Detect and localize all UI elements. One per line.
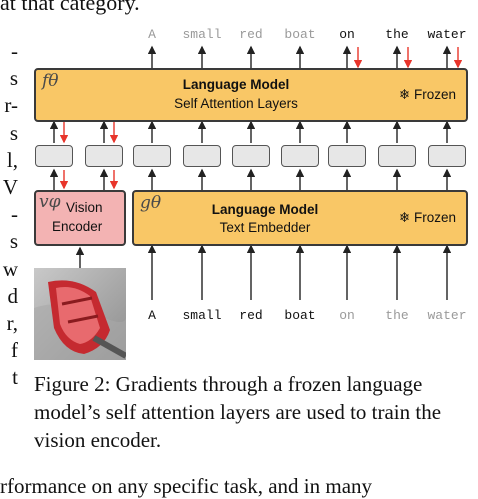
embedding-slot <box>183 145 221 167</box>
left-fragment: r, <box>6 310 18 335</box>
gradient-arrows-top <box>353 47 463 69</box>
token-to-embedder-arrows <box>147 244 452 300</box>
frozen-label: ❄ Frozen <box>398 210 456 225</box>
left-fragment: l, <box>6 147 18 172</box>
input-token: small <box>182 308 222 323</box>
self-attention-subtitle: Self Attention Layers <box>174 96 298 111</box>
left-fragment: t <box>12 365 18 390</box>
v-phi-symbol: vφ <box>39 192 61 212</box>
left-fragment: w <box>2 256 18 281</box>
frozen-label: ❄ Frozen <box>398 87 456 102</box>
left-fragment: f <box>11 338 18 363</box>
output-token: A <box>148 27 156 42</box>
g-theta-symbol: gθ <box>140 193 162 213</box>
left-fragment: - <box>11 202 18 227</box>
output-token: the <box>385 27 409 42</box>
output-token: on <box>339 27 355 42</box>
embedding-slot <box>133 145 171 167</box>
left-fragment: V <box>2 174 18 199</box>
embedding-slot <box>85 145 123 167</box>
output-arrows <box>147 45 452 68</box>
left-fragment: s <box>9 120 18 145</box>
output-token: boat <box>284 27 316 42</box>
output-token: small <box>182 27 222 42</box>
vision-encoder-line2: Encoder <box>52 219 103 234</box>
embedding-slot <box>281 145 319 167</box>
input-token: A <box>148 308 156 323</box>
boat-image <box>34 268 126 360</box>
vision-encoder-box: vφ Vision Encoder <box>34 190 126 246</box>
input-token: the <box>385 308 409 323</box>
left-fragment: s <box>9 66 18 91</box>
embedding-slot <box>35 145 73 167</box>
text-embedder-box: gθ Language Model Text Embedder ❄ Frozen <box>132 190 468 246</box>
text-embedder-subtitle: Text Embedder <box>219 220 311 235</box>
slot-to-attention-arrows <box>49 120 452 143</box>
self-attention-box: fθ Language Model Self Attention Layers … <box>34 68 468 122</box>
figure-caption: Figure 2: Gradients through a frozen lan… <box>34 372 442 452</box>
input-token: red <box>239 308 263 323</box>
vision-encoder-line1: Vision <box>66 200 103 215</box>
embedding-slot <box>428 145 466 167</box>
left-fragment: d <box>7 283 19 308</box>
left-fragment: s <box>9 229 18 254</box>
input-token: water <box>427 308 467 323</box>
left-fragment: r- <box>4 93 18 118</box>
self-attention-title: Language Model <box>182 77 290 92</box>
embedding-slot <box>328 145 366 167</box>
text-embedder-title: Language Model <box>211 202 319 217</box>
footer-text-fragment: rformance on any specific task, and in m… <box>0 474 373 498</box>
output-token: water <box>427 27 467 42</box>
gradient-arrows-down <box>59 122 119 190</box>
embed-to-slot-arrows <box>49 168 452 190</box>
embedding-slot <box>232 145 270 167</box>
f-theta-symbol: fθ <box>42 71 59 91</box>
input-token: boat <box>284 308 316 323</box>
output-token: red <box>239 27 263 42</box>
embedding-slot <box>378 145 416 167</box>
input-token: on <box>339 308 355 323</box>
header-text-fragment: at that category. <box>0 0 140 15</box>
left-fragment: - <box>11 39 18 63</box>
